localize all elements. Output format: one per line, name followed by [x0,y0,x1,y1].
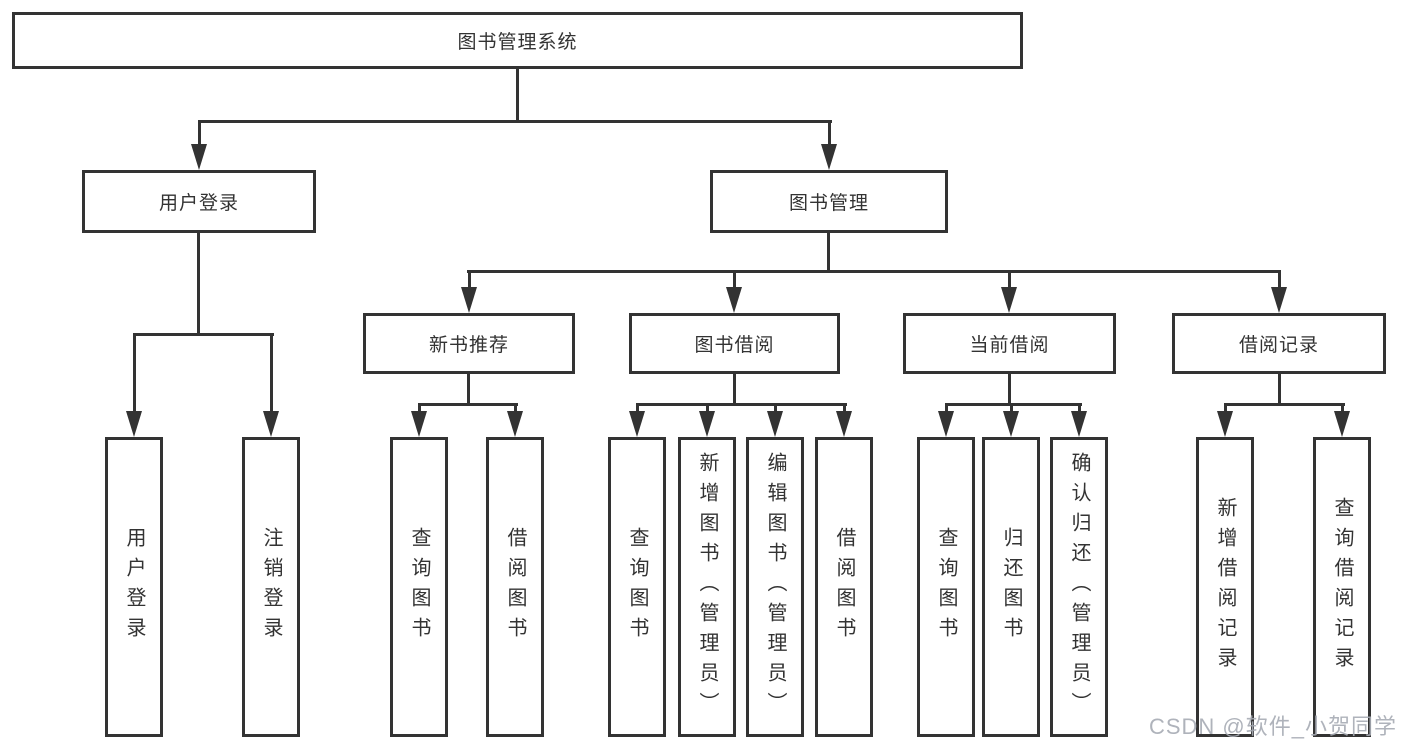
connector-book-management-stem [827,230,830,272]
arrowhead-icon [1071,411,1087,437]
arrowhead-icon [1003,411,1019,437]
connector-drop-user-login [198,120,201,150]
node-label: 新书推荐 [428,335,509,356]
leaf-br-query-record: 查询借阅记录 [1313,437,1371,737]
connector-drop-current-borrow [1008,270,1011,292]
leaf-label: 新增图书（管理员） [696,452,718,722]
arrowhead-icon [938,411,954,437]
arrowhead-icon [507,411,523,437]
leaf-label: 借阅图书 [833,527,855,647]
connector-root-stem [516,66,519,122]
leaf-br-add-record: 新增借阅记录 [1196,437,1254,737]
leaf-bb-add-books-admin: 新增图书（管理员） [678,437,736,737]
connector-drop [1341,403,1344,417]
leaf-label: 查询图书 [935,527,957,647]
connector-drop-new-book [468,270,471,292]
leaf-nb-borrow-books: 借阅图书 [486,437,544,737]
node-library-management-system: 图书管理系统 [12,12,1023,69]
leaf-cb-confirm-return-admin: 确认归还（管理员） [1050,437,1108,737]
arrowhead-icon [1334,411,1350,437]
node-user-login: 用户登录 [82,170,316,233]
node-label: 用户登录 [158,193,239,214]
arrowhead-icon [821,144,837,170]
connector-drop-borrow-records [1278,270,1281,292]
node-label: 图书管理 [788,193,869,214]
connector-drop [1078,403,1081,417]
leaf-label: 确认归还（管理员） [1068,452,1090,722]
node-borrowing-records: 借阅记录 [1172,313,1386,374]
arrowhead-icon [1001,287,1017,313]
node-label: 借阅记录 [1238,335,1319,356]
arrowhead-icon [836,411,852,437]
leaf-nb-query-books: 查询图书 [390,437,448,737]
leaf-label: 注销登录 [260,527,282,647]
node-current-borrowing: 当前借阅 [903,313,1116,374]
connector-drop [1010,403,1013,417]
connector-book-borrow-stem [733,372,736,405]
arrowhead-icon [1217,411,1233,437]
leaf-bb-borrow-books: 借阅图书 [815,437,873,737]
connector-book-borrow-branch [636,403,847,406]
leaf-label: 编辑图书（管理员） [764,452,786,722]
node-label: 图书借阅 [694,335,775,356]
arrowhead-icon [1271,287,1287,313]
connector-user-login-branch [133,333,274,336]
connector-drop [774,403,777,417]
leaf-cb-return-books: 归还图书 [982,437,1040,737]
connector-drop [418,403,421,417]
leaf-label: 查询借阅记录 [1331,497,1353,677]
node-new-book-recommend: 新书推荐 [363,313,575,374]
connector-drop [636,403,639,417]
connector-drop [843,403,846,417]
node-book-borrowing: 图书借阅 [629,313,840,374]
arrowhead-icon [191,144,207,170]
connector-current-borrow-branch [945,403,1082,406]
connector-drop [706,403,709,417]
arrowhead-icon [126,411,142,437]
connector-book-management-branch [467,270,1281,273]
leaf-label: 新增借阅记录 [1214,497,1236,677]
node-label: 当前借阅 [969,335,1050,356]
connector-drop-book-management [828,120,831,150]
connector-drop [945,403,948,417]
node-label: 图书管理系统 [457,32,578,53]
leaf-label: 借阅图书 [504,527,526,647]
arrowhead-icon [411,411,427,437]
leaf-label: 用户登录 [123,527,145,647]
leaf-bb-edit-books-admin: 编辑图书（管理员） [746,437,804,737]
arrowhead-icon [699,411,715,437]
connector-root-branch [198,120,832,123]
arrowhead-icon [726,287,742,313]
arrowhead-icon [263,411,279,437]
arrowhead-icon [629,411,645,437]
arrowhead-icon [461,287,477,313]
leaf-bb-query-books: 查询图书 [608,437,666,737]
connector-user-login-stem [197,230,200,335]
connector-new-book-stem [467,372,470,405]
connector-drop-leaf-logout [270,333,273,417]
connector-drop-book-borrow [733,270,736,292]
connector-drop [514,403,517,417]
connector-borrow-records-stem [1278,372,1281,405]
node-book-management: 图书管理 [710,170,948,233]
arrowhead-icon [767,411,783,437]
leaf-cb-query-books: 查询图书 [917,437,975,737]
connector-borrow-records-branch [1224,403,1345,406]
csdn-watermark: CSDN @软件_小贺同学 [1148,714,1397,739]
connector-new-book-branch [418,403,518,406]
leaf-label: 查询图书 [408,527,430,647]
leaf-user-login: 用户登录 [105,437,163,737]
connector-current-borrow-stem [1008,372,1011,405]
connector-drop-leaf-login [133,333,136,417]
leaf-label: 归还图书 [1000,527,1022,647]
connector-drop [1224,403,1227,417]
leaf-label: 查询图书 [626,527,648,647]
leaf-logout: 注销登录 [242,437,300,737]
